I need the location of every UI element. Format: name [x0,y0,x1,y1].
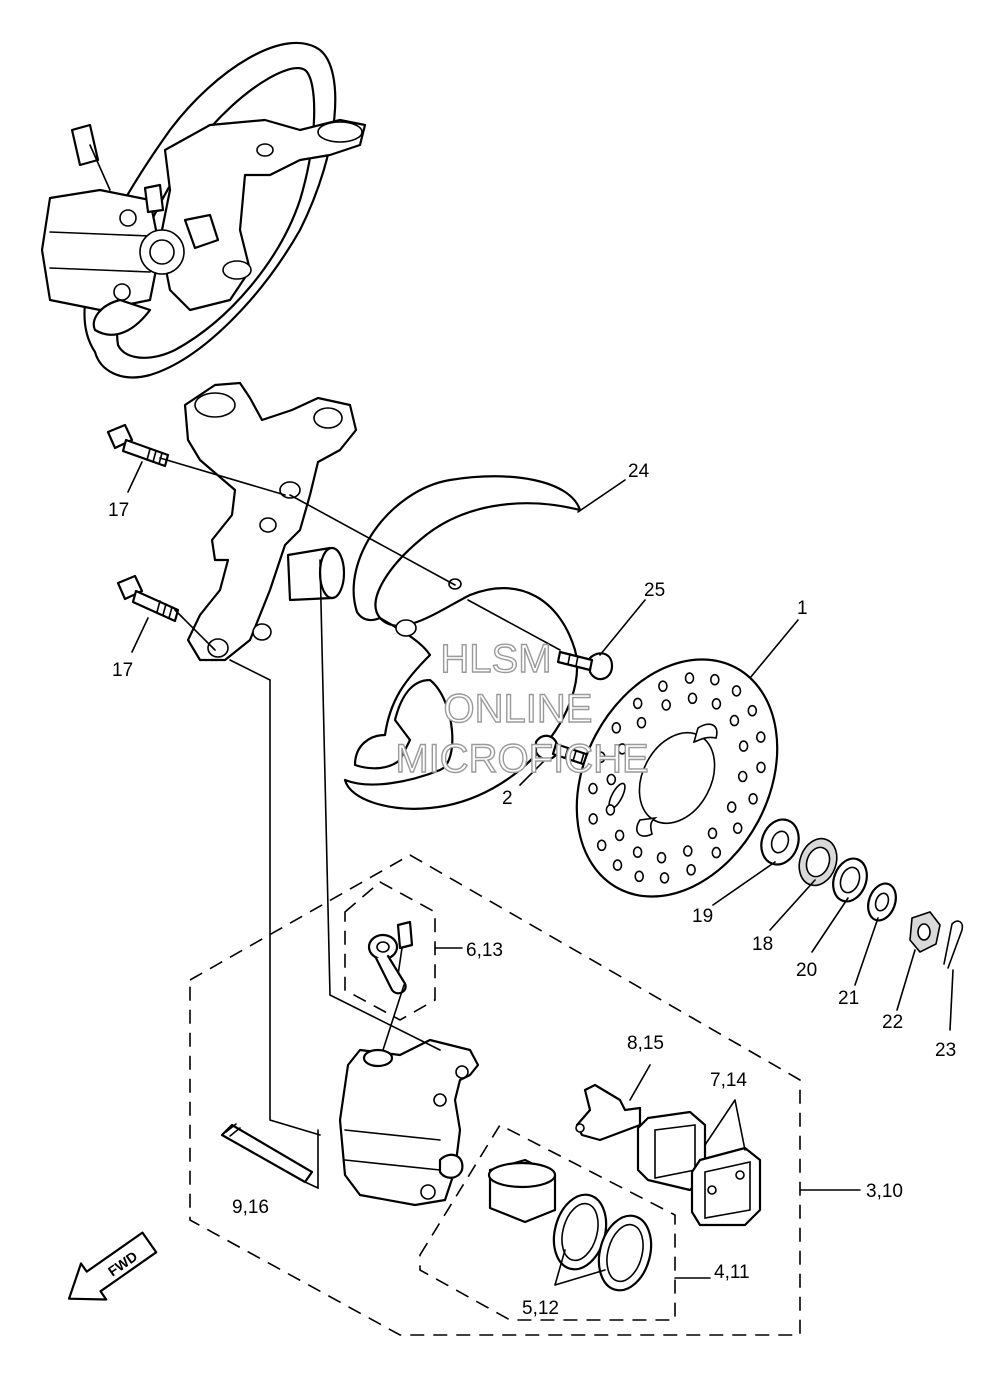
caliper-assembly-outline [189,854,801,1336]
label-4-11: 4,11 [714,1262,750,1283]
bushing [832,857,868,903]
label-17-lower: 17 [112,660,133,681]
label-23: 23 [935,1040,956,1061]
piston [487,1158,557,1224]
label-8-15: 8,15 [627,1033,664,1054]
label-17-upper: 17 [108,500,129,521]
label-25: 25 [644,580,665,601]
disc-drill-hole [711,846,722,859]
label-21: 21 [838,988,859,1009]
bleeder-screw [367,920,414,995]
disc-drill-hole [632,697,643,710]
fwd-arrow-icon: FWD [67,1231,158,1301]
thrust-washer [760,818,800,866]
disc-drill-hole [756,761,766,774]
pad-support [575,1083,642,1142]
steering-knuckle [183,381,358,662]
label-1: 1 [797,598,808,619]
piston-group-outline [419,1123,676,1321]
disc-drill-hole [596,751,606,764]
disc-drill-hole [612,859,623,871]
disc-drill-hole [606,773,617,786]
label-6-13: 6,13 [466,940,503,961]
disc-drill-hole [611,721,622,734]
disc-drill-hole [636,716,647,729]
label-5-12: 5,12 [522,1298,559,1319]
label-2: 2 [502,788,513,809]
brake-pad-rear [690,1146,762,1227]
brake-disc [575,658,779,898]
disc-drill-hole [656,851,667,864]
disc-drill-hole [682,845,693,857]
part-labels: 17 17 24 25 1 2 19 18 20 21 22 23 6,13 8… [108,461,956,1319]
disc-drill-hole [687,692,698,705]
washer [867,882,897,922]
disc-drill-hole [588,782,598,795]
spacer [798,837,838,887]
disc-drill-hole [632,846,643,859]
caliper-body [338,1038,480,1207]
disc-drill-hole [617,743,628,755]
disc-drill-hole [686,863,696,876]
disc-drill-hole [709,673,720,686]
label-22: 22 [882,1012,903,1033]
label-24: 24 [628,461,650,482]
label-18: 18 [752,934,773,955]
disc-drill-hole [634,870,645,883]
disc-drill-hole [731,685,742,697]
label-3-10: 3,10 [866,1181,903,1202]
assembled-brake-view [40,41,367,379]
knuckle-bolt-lower [116,574,180,623]
disc-drill-hole [737,770,748,783]
label-7-14: 7,14 [710,1070,747,1091]
knuckle-bolt-upper [106,423,170,468]
watermark-line-2: ONLINE [444,687,593,731]
dust-seal [597,1214,653,1292]
disc-drill-hole [711,697,722,710]
disc-drill-hole [738,740,749,752]
brake-pad-front [636,1110,707,1192]
disc-drill-hole [614,829,625,842]
disc-drill-hole [707,827,718,840]
watermark-line-3: MICROFICHE [395,737,648,781]
label-9-16: 9,16 [232,1197,269,1218]
disc-drill-hole [747,704,758,717]
guard-screw [556,650,614,681]
label-20: 20 [796,960,817,981]
disc-drill-hole [732,822,743,835]
watermark: HLSM ONLINE MICROFICHE [395,636,650,781]
castle-nut [909,911,941,953]
disc-drill-hole [748,792,758,805]
disc-drill-hole [684,672,695,684]
disc-guard [343,475,582,810]
cotter-pin [943,920,964,969]
label-19: 19 [692,906,713,927]
slide-pin [220,1123,314,1184]
disc-drill-hole [726,801,737,813]
alignment-lines [159,457,561,1190]
disc-drill-hole [658,680,668,693]
disc-drill-hole [729,714,740,727]
disc-drill-hole [596,839,607,852]
callout-leaders [127,461,954,1286]
bleeder-group-outline [344,881,436,1021]
disc-drill-hole [605,804,616,816]
watermark-line-1: HLSM [440,637,551,681]
disc-drill-hole [755,731,766,743]
disc-drill-hole [659,872,670,884]
disc-drill-holes [588,672,766,884]
disc-drill-hole [661,699,672,711]
disc-drill-hole [588,813,599,825]
